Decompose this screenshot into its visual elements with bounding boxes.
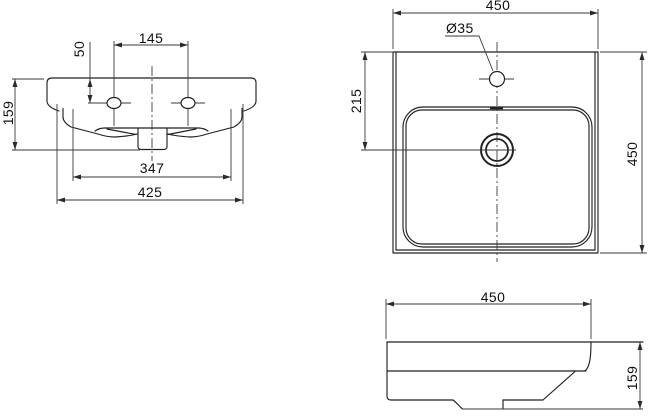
top-bowl-inner xyxy=(405,109,590,245)
front-body-outline-right xyxy=(167,107,243,138)
side-right-edge xyxy=(584,341,592,372)
front-bowl-ridge-line xyxy=(94,127,209,132)
front-view: 145 50 159 347 425 xyxy=(0,30,257,204)
side-drain-bump xyxy=(452,399,463,410)
front-rim-outline xyxy=(46,77,257,112)
dim-450-top-label: 450 xyxy=(486,0,511,13)
side-view: 450 159 xyxy=(385,289,644,410)
front-drain-box xyxy=(137,127,168,151)
top-inner-rim xyxy=(395,51,596,251)
dim-450-side-label: 450 xyxy=(481,289,506,305)
front-tap-hole-right xyxy=(180,96,196,110)
top-tap-hole xyxy=(488,70,506,88)
side-left-edge xyxy=(386,341,392,401)
top-view: Ø35 450 450 215 xyxy=(348,0,647,262)
front-bowl-inner-diagonal-left xyxy=(106,128,137,136)
dim-159-label: 159 xyxy=(0,101,16,126)
dim-145-label: 145 xyxy=(139,30,164,46)
dim-347-label: 347 xyxy=(140,160,165,176)
dim-hole-diameter-leader xyxy=(445,35,494,72)
dim-425-label: 425 xyxy=(138,184,163,200)
dim-159-side-label: 159 xyxy=(624,366,640,391)
front-tap-hole-left xyxy=(106,96,122,110)
dim-hole-diameter-label: Ø35 xyxy=(446,20,474,36)
dim-215-label: 215 xyxy=(348,89,364,114)
top-outer-rim xyxy=(392,51,599,254)
side-taper-diagonal xyxy=(542,370,576,401)
dim-50-label: 50 xyxy=(71,41,87,57)
dim-450-right-label: 450 xyxy=(624,142,640,167)
front-bowl-inner-diagonal-right xyxy=(167,128,197,136)
front-body-outline xyxy=(62,107,138,138)
top-bowl-outer xyxy=(402,106,593,248)
